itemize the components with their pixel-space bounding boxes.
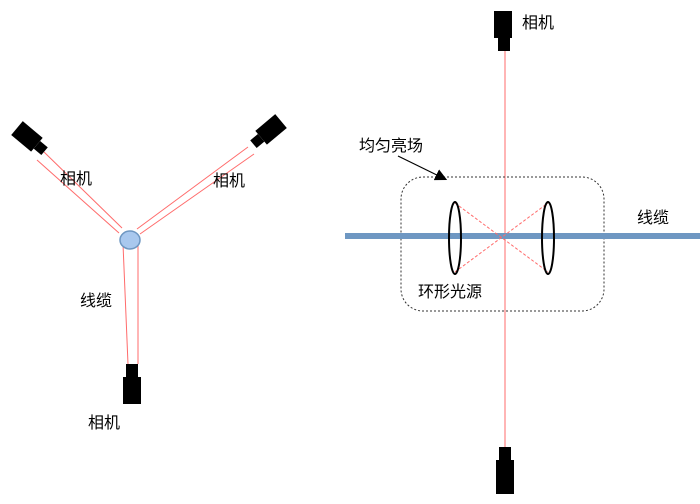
cable-label-left: 线缆 (80, 291, 112, 310)
beam-top-left-2 (36, 159, 120, 234)
uniform-field-label: 均匀亮场 (359, 136, 423, 155)
annotation-arrow (397, 155, 448, 181)
camera-icon (250, 114, 287, 149)
beam-top-right-1 (136, 146, 249, 230)
right-diagram: 相机 均匀亮场 线缆 环形光源 (345, 11, 700, 494)
left-diagram: 相机 相机 线缆 相机 (11, 114, 287, 432)
camera-label-top-right-diagram: 相机 (522, 13, 554, 32)
camera-icon (496, 447, 514, 494)
cable-cross-section (119, 230, 141, 250)
beam-top-left-1 (43, 151, 123, 229)
camera-icon (494, 11, 512, 51)
beam-top-right-2 (139, 153, 255, 235)
left-light-beams (36, 146, 255, 365)
ring-light-left (448, 201, 462, 275)
camera-label-top-left: 相机 (60, 169, 92, 188)
ring-light-label: 环形光源 (418, 282, 482, 301)
cable-bar (345, 233, 700, 239)
camera-label-top-right: 相机 (213, 171, 245, 190)
right-light-beams (454, 202, 549, 273)
camera-icon (11, 121, 48, 156)
ring-light-icon (448, 201, 555, 275)
beam-bottom-1 (122, 243, 129, 365)
ring-light-right (541, 201, 555, 275)
camera-label-bottom: 相机 (88, 413, 120, 432)
camera-icon (123, 364, 141, 404)
cable-label-right: 线缆 (637, 208, 669, 227)
uniform-field-region (400, 176, 605, 312)
